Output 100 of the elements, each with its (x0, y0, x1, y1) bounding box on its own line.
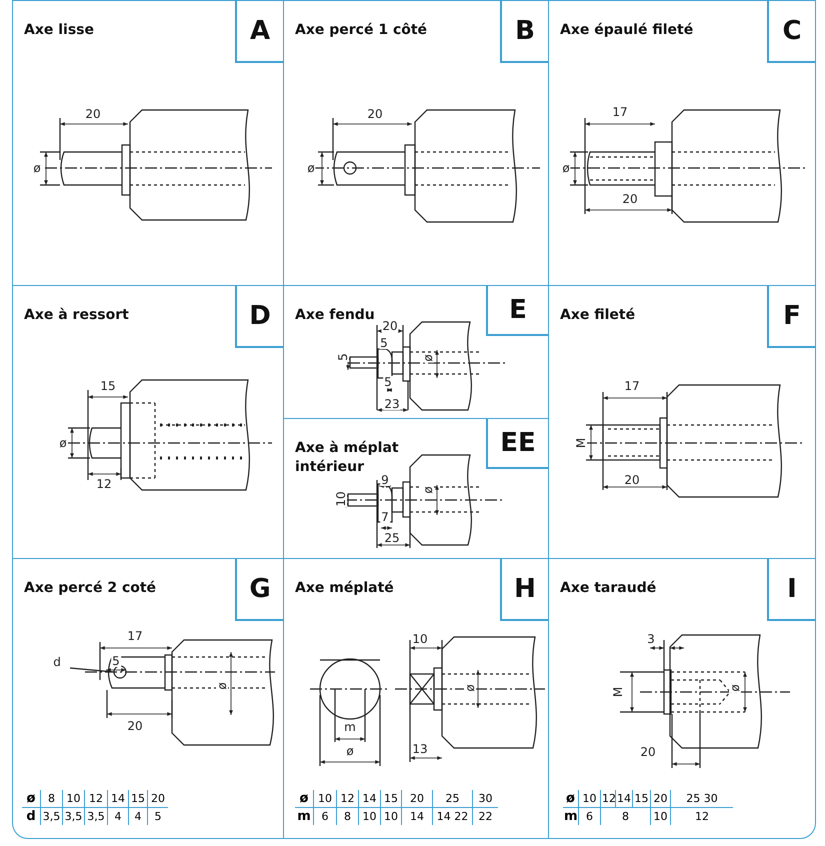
table-cell: 14 (615, 790, 632, 808)
dimension-label: ø (306, 162, 316, 174)
panel-title: Axe taraudé (560, 579, 656, 598)
table-cell: ø (295, 790, 313, 808)
dimension-label: 9 (380, 474, 390, 486)
table-cell: 25 30 (670, 790, 733, 808)
table-cell: 6 (313, 808, 336, 825)
table-cell: 8 (600, 808, 650, 825)
table-cell: 12 (670, 808, 733, 825)
table-cell: 14 22 (432, 808, 472, 825)
panel-title: Axe fendu (295, 306, 375, 325)
dimension-label: ø (464, 683, 476, 693)
dimension-label: 20 (126, 720, 144, 732)
table-cell: 25 (432, 790, 472, 808)
dimension-label: 20 (623, 474, 641, 486)
table-cell: 3,5 (84, 808, 107, 825)
dimension-label: 17 (623, 380, 641, 392)
dimension-label: ø (422, 353, 434, 363)
table-cell: 20 (401, 790, 432, 808)
letter-tab: A (235, 1, 283, 63)
panel-title: Axe méplaté (295, 579, 394, 598)
panel (548, 0, 816, 286)
table-cell: 3,5 (62, 808, 84, 825)
dimension-label: m (343, 721, 357, 733)
table-cell-text: m (296, 808, 312, 825)
letter-tab: I (767, 559, 815, 621)
table-cell: 15 (380, 790, 401, 808)
panel (12, 0, 284, 286)
dimension-label: 3 (646, 633, 656, 645)
table-cell: 14 (107, 790, 128, 808)
dimension-label: 10 (335, 490, 347, 508)
table-cell: 3,5 (40, 808, 62, 825)
letter-tab: G (235, 559, 283, 621)
table-cell: 4 (107, 808, 128, 825)
dimension-label: d (52, 656, 62, 668)
dimension-label: ø (561, 162, 571, 174)
dimension-label: 20 (366, 108, 384, 120)
panel-title: Axe à ressort (24, 306, 129, 325)
table-cell: 6 (578, 808, 600, 825)
table-cell: 15 (632, 790, 650, 808)
table-cell: 5 (147, 808, 168, 825)
dimension-label: M (575, 436, 587, 450)
table-cell: 30 (472, 790, 498, 808)
dimension-label: 17 (126, 630, 144, 642)
table-cell: 10 (650, 808, 670, 825)
letter-tab: D (235, 286, 283, 348)
table-cell: ø (563, 790, 578, 808)
dimension-label: 5 (379, 337, 389, 349)
panel-title: Axe fileté (560, 306, 636, 325)
table-cell: 12 (336, 790, 358, 808)
dimension-label: 20 (84, 108, 102, 120)
dimension-label: ø (32, 162, 42, 174)
dimension-label: ø (58, 437, 68, 449)
dimension-label: 13 (411, 743, 429, 755)
panel-title: Axe lisse (24, 21, 94, 40)
dimension-label: ø (216, 681, 228, 691)
dimension-label: 17 (611, 106, 629, 118)
table-cell-text: d (25, 808, 37, 825)
table-cell: 14 (358, 790, 380, 808)
table-cell: 10 (62, 790, 84, 808)
table-cell: 20 (147, 790, 168, 808)
panel-title: Axe à méplat intérieur (295, 439, 400, 475)
table-cell: 12 (84, 790, 107, 808)
table-cell: ø (22, 790, 40, 808)
panel-title: Axe épaulé fileté (560, 21, 694, 40)
table-cell: 4 (128, 808, 147, 825)
dimension-label: 20 (381, 320, 399, 332)
panel (548, 558, 816, 839)
table-cell: m (563, 808, 578, 825)
panel-title: Axe percé 1 côté (295, 21, 428, 40)
dimension-label: 10 (411, 633, 429, 645)
dimension-label: M (612, 686, 624, 698)
dimension-label: 15 (99, 380, 117, 392)
dimension-label: 5 (337, 352, 349, 362)
dimension-label: 5 (383, 376, 393, 388)
letter-tab: C (767, 1, 815, 63)
dimension-label: 20 (639, 746, 657, 758)
dimension-label: 12 (95, 478, 113, 490)
table-cell: 22 (472, 808, 498, 825)
table-cell: 14 (401, 808, 432, 825)
table-cell: 10 (313, 790, 336, 808)
dimension-label: 25 (383, 532, 401, 544)
letter-tab: EE (486, 419, 548, 469)
table-cell: 12 (600, 790, 615, 808)
table-cell: 8 (40, 790, 62, 808)
dimension-label: 23 (383, 398, 401, 410)
dimension-label: ø (729, 683, 741, 693)
dimension-label: ø (345, 745, 355, 757)
panel-title: Axe percé 2 coté (24, 579, 156, 598)
letter-tab: H (500, 559, 548, 621)
dimension-label: 7 (380, 511, 390, 523)
letter-tab: B (500, 1, 548, 63)
table-cell: 8 (336, 808, 358, 825)
letter-tab: E (486, 286, 548, 336)
table-cell: 20 (650, 790, 670, 808)
table-cell: 15 (128, 790, 147, 808)
letter-tab: F (767, 286, 815, 348)
dimension-label: 20 (621, 193, 639, 205)
dimension-label: ø (422, 485, 434, 495)
dimension-label: 5 (111, 655, 121, 667)
